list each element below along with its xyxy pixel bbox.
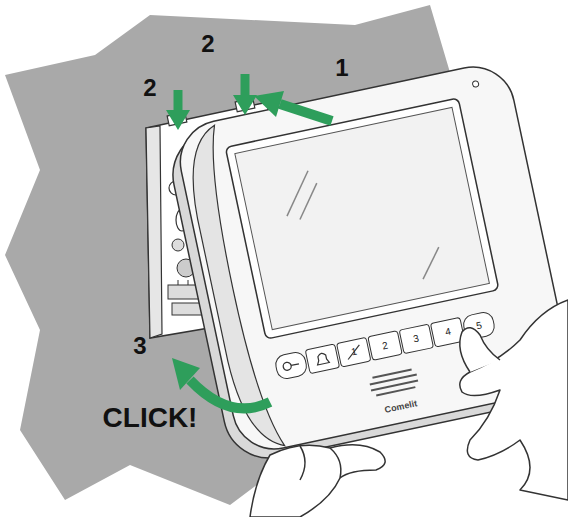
bell-icon [315,352,329,365]
right-hand [460,300,568,500]
arrow-head [166,110,190,130]
callout-number: 2 [201,32,214,56]
screen-frame [225,98,499,339]
arrow-shaft [190,380,270,408]
callout-number: 3 [133,334,146,358]
button [305,344,339,374]
arrow-shaft [280,104,332,121]
brand-logo: Comelit [384,399,418,415]
right-thumb [460,328,500,372]
arrow-head [254,91,284,117]
arrow-shaft [174,90,183,112]
screen-glare [279,171,317,216]
mute-icon [346,345,362,360]
key-icon [282,362,291,371]
left-finger [330,448,341,478]
button-number: 2 [381,340,389,351]
click-note: CLICK! [103,404,198,432]
button-number: 1 [350,347,358,358]
left-hand [250,445,385,517]
component [172,239,184,251]
arrows [166,74,332,408]
screen-glare [417,247,444,279]
arrow-head [172,358,200,390]
hands [250,300,568,517]
button [274,351,308,381]
callout-number: 2 [143,76,156,100]
arrow-head [233,95,257,115]
callout-number: 1 [335,56,348,80]
button [337,337,371,367]
screen-glare [293,183,323,219]
button-number: 4 [444,327,452,338]
pin [178,280,179,285]
speaker-grille [376,387,415,395]
button-number: 5 [475,320,483,331]
screen [235,107,490,329]
button-number: 3 [413,333,421,344]
bracket-side [146,126,162,338]
led [472,80,479,87]
pin [188,280,189,285]
left-finger [300,446,305,480]
arrow-shaft [241,74,250,97]
key-icon [291,364,299,366]
button [368,331,402,361]
button [399,324,433,354]
